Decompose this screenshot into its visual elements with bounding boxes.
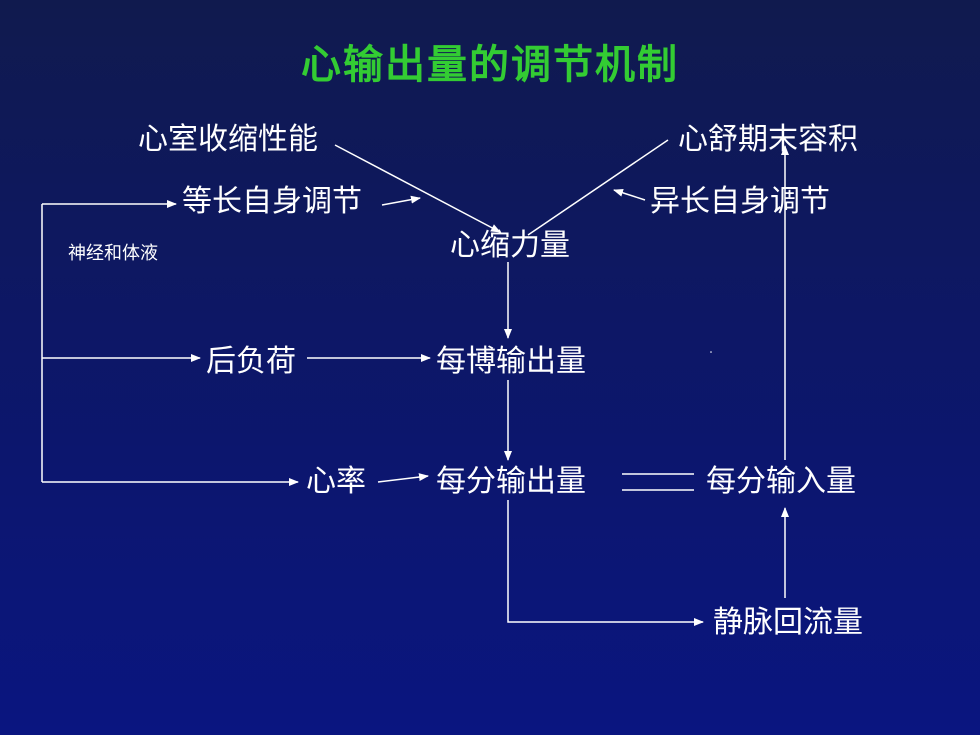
node-stroke-volume: 每博输出量	[436, 344, 586, 379]
arrow-homometric-pointer	[381, 195, 421, 206]
node-heart-rate: 心率	[306, 464, 366, 499]
node-venous-return: 静脉回流量	[713, 605, 863, 640]
arrow-output-to-return	[507, 500, 704, 626]
node-homometric-regulation: 等长自身调节	[182, 184, 362, 219]
arrow-edv-to-force	[527, 139, 669, 236]
node-ventricular-contractility: 心室收缩性能	[138, 122, 318, 157]
node-contractile-force: 心缩力量	[450, 228, 570, 263]
node-afterload: 后负荷	[206, 344, 296, 379]
stray-dot	[710, 351, 712, 353]
arrow-rate-to-output	[377, 473, 429, 483]
node-venous-inflow: 每分输入量	[706, 464, 856, 499]
node-cardiac-output: 每分输出量	[436, 464, 586, 499]
node-end-diastolic-volume: 心舒期末容积	[678, 122, 858, 157]
arrow-contractility-to-force	[334, 144, 501, 233]
arrow-heterometric-pointer	[613, 188, 646, 201]
node-heterometric-regulation: 异长自身调节	[650, 184, 830, 219]
node-neural-humoral: 神经和体液	[68, 243, 158, 264]
page-title: 心输出量的调节机制	[301, 41, 679, 88]
